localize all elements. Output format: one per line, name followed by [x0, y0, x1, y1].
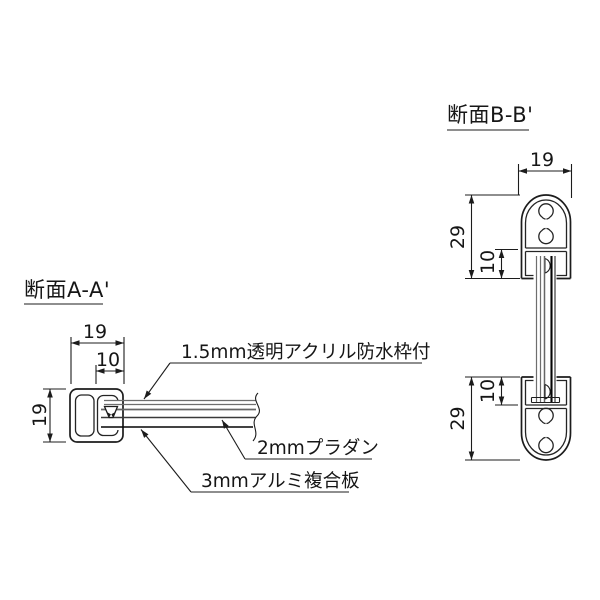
aa-panel-stack	[101, 392, 260, 442]
bb-bottom-boss-upper	[538, 407, 554, 425]
aa-break-line	[252, 392, 260, 442]
section-aa: 断面A-A' 19 10 19	[24, 278, 431, 493]
bb-top-cap-slot	[524, 251, 568, 277]
aa-dim-slot: 10	[95, 349, 124, 384]
bb-bottom-cap	[520, 376, 572, 461]
bb-panel-stack	[535, 256, 556, 402]
bb-dim-bottom-slot: 10	[465, 376, 520, 406]
aa-leader-acrylic	[143, 362, 171, 400]
aa-clip-barb-right	[111, 411, 116, 417]
aa-dim-width: 19	[70, 321, 125, 384]
aa-labels: 1.5mm透明アクリル防水枠付 2mmプラダン 3mmアルミ複合板	[140, 342, 431, 493]
bb-top-cap-inner-dome	[524, 199, 568, 248]
bb-dim-top-cap-value: 29	[447, 225, 469, 249]
bb-dim-top-cap: 29	[447, 194, 520, 280]
bb-dim-top-slot: 10	[477, 248, 518, 279]
bb-dim-bottom-slot-value: 10	[477, 379, 499, 403]
aa-label-aluminum: 3mmアルミ複合板	[201, 471, 360, 492]
bb-dim-top-slot-value: 10	[477, 250, 499, 274]
aa-label-pladan: 2mmプラダン	[257, 438, 379, 459]
aa-frame-left-slot	[74, 394, 95, 437]
aa-dim-slot-value: 10	[96, 349, 120, 371]
bb-dim-bottom-cap: 29	[447, 377, 520, 461]
aa-clip-barb-left	[106, 411, 111, 417]
bb-top-boss-lower	[538, 227, 554, 245]
section-bb: 断面B-B' 19 29 10	[447, 103, 573, 461]
aa-label-acrylic: 1.5mm透明アクリル防水枠付	[181, 342, 431, 363]
bb-bottom-cap-inner-dome	[524, 408, 568, 456]
bb-top-cap-divider	[525, 247, 567, 253]
aa-leader-aluminum	[140, 429, 192, 493]
bb-bottom-clip	[544, 383, 551, 400]
aa-frame-profile	[69, 388, 124, 443]
bb-top-cap	[520, 194, 572, 280]
bb-top-clip	[544, 257, 551, 274]
aa-frame-right-slot	[96, 394, 119, 437]
bb-bottom-cap-outer	[520, 377, 572, 461]
section-aa-title: 断面A-A'	[24, 278, 110, 302]
aa-leader-pladan	[221, 419, 246, 460]
bb-dim-width-value: 19	[530, 149, 554, 171]
bb-dim-width: 19	[517, 149, 573, 198]
section-bb-title: 断面B-B'	[447, 103, 533, 127]
aa-dim-height-value: 19	[29, 403, 51, 427]
aa-dim-width-value: 19	[83, 321, 107, 343]
bb-bottom-cap-slot	[524, 379, 568, 405]
bb-bottom-boss-lower	[538, 436, 554, 454]
aa-dim-height: 19	[29, 388, 66, 443]
bb-top-cap-outer	[520, 194, 572, 279]
bb-dim-bottom-cap-value: 29	[447, 406, 469, 430]
bb-top-boss-upper	[538, 203, 554, 220]
aa-frame-outer	[69, 388, 124, 443]
